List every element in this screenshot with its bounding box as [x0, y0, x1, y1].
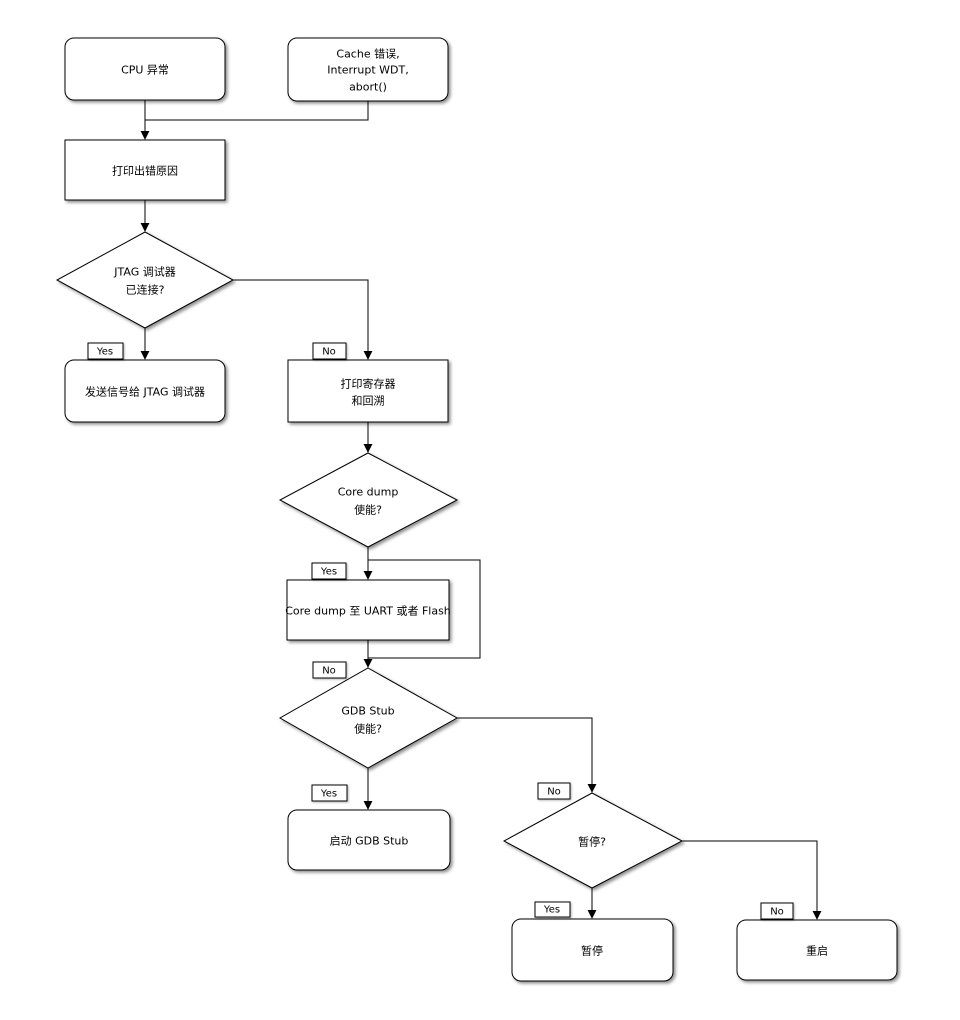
node-reboot-label: 重启 — [806, 944, 828, 958]
label-box-coredump-no — [312, 661, 347, 679]
node-labels: CPU 异常 Cache 错误, Interrupt WDT, abort() … — [85, 47, 828, 958]
label-coredump-no: No — [322, 666, 336, 677]
label-halt-yes: Yes — [543, 905, 560, 916]
label-box-halt-yes — [534, 901, 571, 918]
node-cache-error — [287, 37, 449, 102]
label-jtag-yes: Yes — [96, 347, 113, 358]
node-jtag-debugger-connected — [55, 231, 235, 329]
node-start-gdb-stub-label: 启动 GDB Stub — [330, 835, 409, 848]
label-box-coredump-yes — [311, 562, 347, 580]
node-core-dump-enabled-line2: 使能? — [354, 503, 382, 517]
node-core-dump-enabled — [278, 452, 459, 548]
label-gdbstub-yes: Yes — [320, 789, 337, 800]
edge-label-texts: Yes No Yes No Yes No Yes No — [96, 347, 784, 918]
node-print-registers-backtrace — [287, 359, 449, 423]
node-gdb-stub-enabled-line2: 使能? — [354, 722, 382, 736]
node-reboot — [736, 919, 898, 981]
node-send-signal-to-jtag — [64, 359, 226, 423]
node-core-dump-to-uart-flash-label: Core dump 至 UART 或者 Flash — [285, 605, 451, 618]
edge-group — [140, 100, 822, 920]
label-gdbstub-no: No — [547, 787, 561, 798]
node-print-registers-line2: 和回溯 — [352, 395, 385, 408]
label-jtag-no: No — [322, 347, 336, 358]
node-send-signal-to-jtag-label: 发送信号给 JTAG 调试器 — [85, 385, 205, 399]
node-cache-error-line3: abort() — [349, 81, 387, 94]
node-halt-label: 暂停 — [581, 944, 603, 958]
label-box-gdbstub-yes — [311, 784, 348, 802]
node-halt-question — [502, 792, 684, 889]
edge-gdbstub-no-to-halt-question — [457, 717, 597, 793]
node-cache-error-line1: Cache 错误, — [336, 47, 399, 61]
edge-halt-question-no-to-reboot — [682, 840, 822, 920]
edge-label-boxes — [87, 342, 794, 920]
node-halt — [511, 918, 674, 982]
node-start-gdb-stub — [287, 809, 451, 871]
node-cpu-exception-label: CPU 异常 — [121, 64, 169, 77]
node-gdb-stub-enabled-line1: GDB Stub — [341, 705, 394, 718]
node-jtag-connected-line2: 已连接? — [126, 284, 165, 297]
node-shapes — [55, 37, 898, 982]
label-box-jtag-no — [312, 342, 347, 360]
node-cpu-exception — [64, 37, 226, 101]
node-core-dump-enabled-line1: Core dump — [338, 486, 399, 499]
node-gdb-stub-enabled — [278, 667, 459, 769]
node-cache-error-line2: Interrupt WDT, — [327, 64, 408, 77]
edge-cache-to-junction — [145, 101, 369, 121]
node-print-registers-line1: 打印寄存器 — [341, 377, 396, 391]
node-print-error-reason — [64, 139, 226, 201]
label-box-gdbstub-no — [537, 782, 571, 800]
label-box-jtag-yes — [87, 342, 124, 360]
node-print-error-reason-label: 打印出错原因 — [112, 164, 178, 178]
edge-coredump-no-bypass — [368, 559, 481, 659]
label-coredump-yes: Yes — [320, 567, 337, 578]
node-halt-question-label: 暂停? — [578, 835, 606, 849]
node-core-dump-to-uart-flash — [286, 579, 450, 641]
label-box-halt-no — [760, 902, 794, 920]
edge-jtag-no-to-print-registers — [233, 279, 373, 360]
label-halt-no: No — [770, 907, 784, 918]
node-jtag-connected-line1: JTAG 调试器 — [113, 266, 175, 279]
